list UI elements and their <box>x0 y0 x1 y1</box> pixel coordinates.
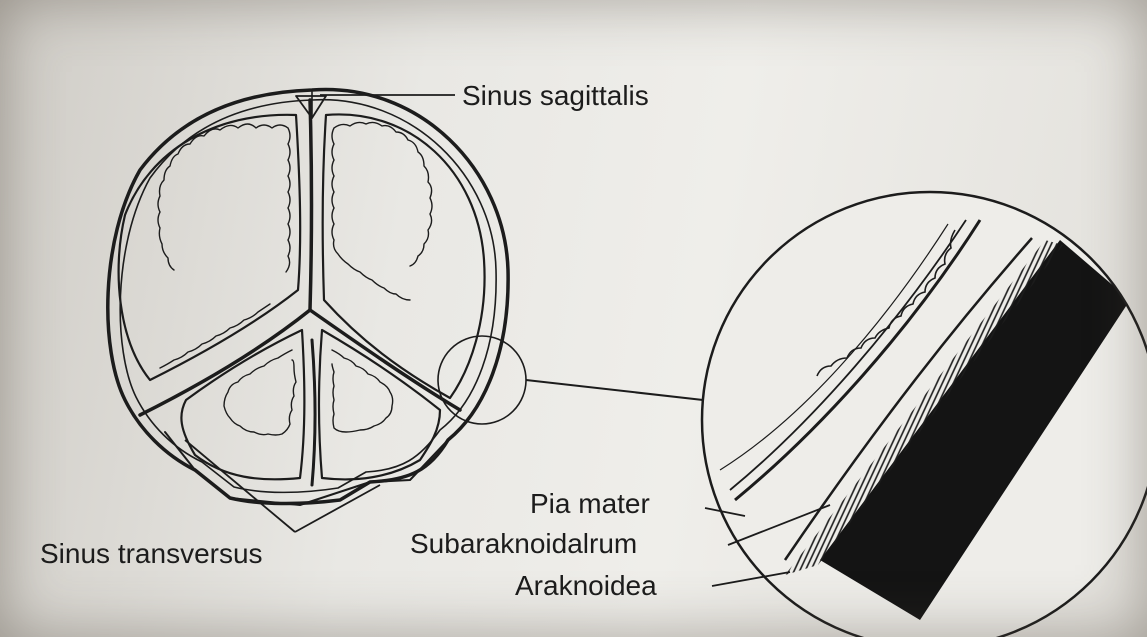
leader-sinus-transversus-left <box>185 440 295 532</box>
magnified-view <box>702 192 1147 637</box>
label-sinus-transversus: Sinus transversus <box>40 540 263 568</box>
dura-outline <box>120 100 496 493</box>
label-sinus-sagittalis: Sinus sagittalis <box>462 82 649 110</box>
right-hemisphere <box>323 114 485 398</box>
skull-cross-section <box>108 89 526 505</box>
magnification-connector <box>526 380 703 400</box>
label-subaraknoidalrum: Subaraknoidalrum <box>410 530 637 558</box>
label-pia-mater: Pia mater <box>530 490 650 518</box>
falx-cerebri <box>310 100 312 310</box>
magnification-focus-circle <box>438 336 526 424</box>
skull-outline <box>108 89 508 503</box>
left-hemisphere <box>119 115 301 380</box>
falx-cerebelli <box>312 340 315 485</box>
left-hemisphere-gyri <box>158 124 290 368</box>
right-hemisphere-gyri <box>332 122 432 300</box>
label-araknoidea: Araknoidea <box>515 572 657 600</box>
